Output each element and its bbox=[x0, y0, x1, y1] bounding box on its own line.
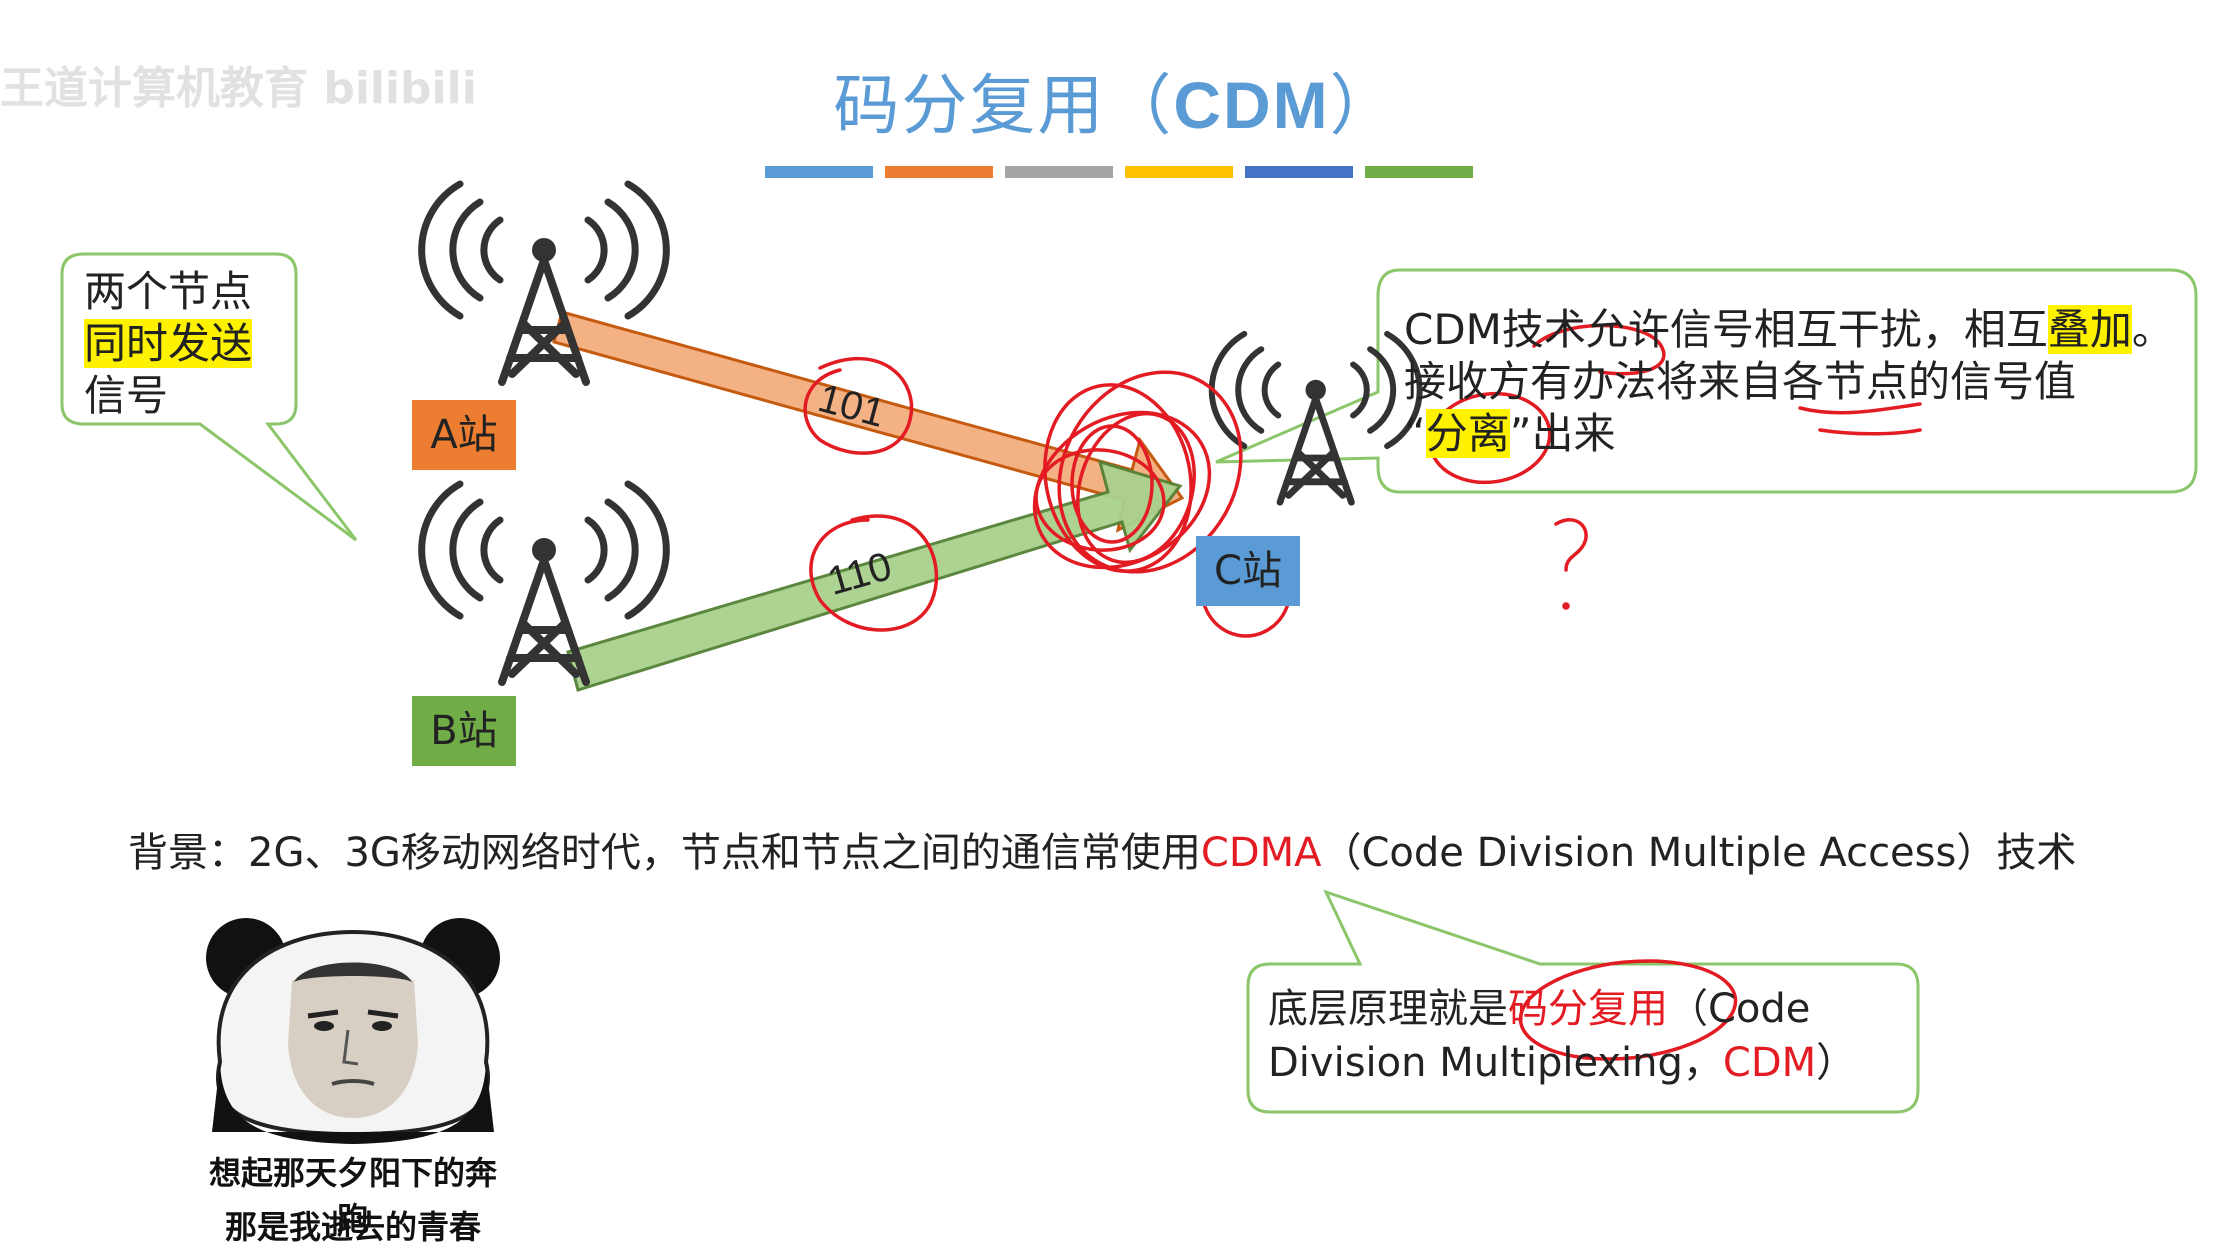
left-callout-text: 两个节点 同时发送 信号 bbox=[84, 266, 284, 422]
right-callout-line2: 接收方有办法将来自各节点的信号值 bbox=[1404, 357, 2077, 406]
panda-face-drawing bbox=[206, 918, 500, 1144]
title-abbr: CDM bbox=[1173, 68, 1330, 142]
bottom-callout-text: 底层原理就是码分复用（Code Division Multiplexing，CD… bbox=[1268, 982, 1856, 1090]
panda-meme-image: 想起那天夕阳下的奔跑 那是我逝去的青春 bbox=[198, 912, 508, 1246]
background-text-post: （Code Division Multiple Access）技术 bbox=[1321, 830, 2077, 876]
left-callout-line3: 信号 bbox=[84, 371, 169, 420]
meme-caption-2: 那是我逝去的青春 bbox=[224, 1208, 481, 1246]
title-color-bar bbox=[765, 166, 873, 178]
title-color-bar bbox=[885, 166, 993, 178]
bottom-callout-line2-red: CDM bbox=[1722, 1040, 1817, 1086]
title-color-bars bbox=[765, 166, 1473, 178]
background-text: 背景：2G、3G移动网络时代，节点和节点之间的通信常使用CDMA（Code Di… bbox=[128, 820, 2076, 878]
right-callout-highlight-overlay: 叠加 bbox=[2047, 305, 2132, 354]
station-c-label: C站 bbox=[1196, 536, 1300, 606]
slide-title: 码分复用（CDM） bbox=[0, 52, 2231, 148]
title-color-bar bbox=[1245, 166, 1353, 178]
right-callout-line1: CDM技术允许信号相互干扰，相互 bbox=[1404, 305, 2048, 354]
signal-arrow-b bbox=[566, 459, 1183, 692]
right-callout-text: CDM技术允许信号相互干扰，相互叠加。 接收方有办法将来自各节点的信号值 “分离… bbox=[1404, 304, 2194, 460]
title-color-bar bbox=[1125, 166, 1233, 178]
right-callout-line3-end: ”出来 bbox=[1509, 409, 1616, 458]
bottom-callout-bubble bbox=[1246, 889, 1920, 1114]
watermark: 王道计算机教育 bilibili bbox=[0, 63, 477, 114]
right-callout-highlight-separate: 分离 bbox=[1425, 409, 1510, 458]
background-text-cdma: CDMA bbox=[1200, 830, 1322, 876]
title-close: ） bbox=[1329, 67, 1398, 144]
left-callout-line2: 同时发送 bbox=[84, 319, 253, 368]
station-a-label: A站 bbox=[412, 400, 516, 470]
station-b-label: B站 bbox=[412, 696, 516, 766]
bottom-callout-line1-red: 码分复用 bbox=[1508, 986, 1668, 1032]
right-callout-quote-open: “ bbox=[1404, 409, 1426, 458]
radio-tower-icon-c bbox=[1208, 330, 1423, 506]
background-text-pre: 背景：2G、3G移动网络时代，节点和节点之间的通信常使用 bbox=[128, 830, 1201, 876]
right-callout-line1-end: 。 bbox=[2131, 305, 2174, 354]
title-color-bar bbox=[1365, 166, 1473, 178]
radio-tower-icon-a bbox=[418, 180, 670, 386]
bottom-callout-line1-pre: 底层原理就是 bbox=[1268, 986, 1508, 1032]
bottom-callout-line2-post: ） bbox=[1816, 1040, 1857, 1086]
radio-tower-icon-b bbox=[418, 480, 670, 686]
left-callout-line1: 两个节点 bbox=[84, 267, 253, 316]
bottom-callout-line1-post: （Code bbox=[1668, 986, 1811, 1032]
title-chinese: 码分复用（ bbox=[833, 67, 1174, 144]
meme-caption-1: 想起那天夕阳下的奔跑 bbox=[208, 1154, 497, 1238]
bottom-callout-line2-pre: Division Multiplexing， bbox=[1268, 1040, 1723, 1086]
title-color-bar bbox=[1005, 166, 1113, 178]
